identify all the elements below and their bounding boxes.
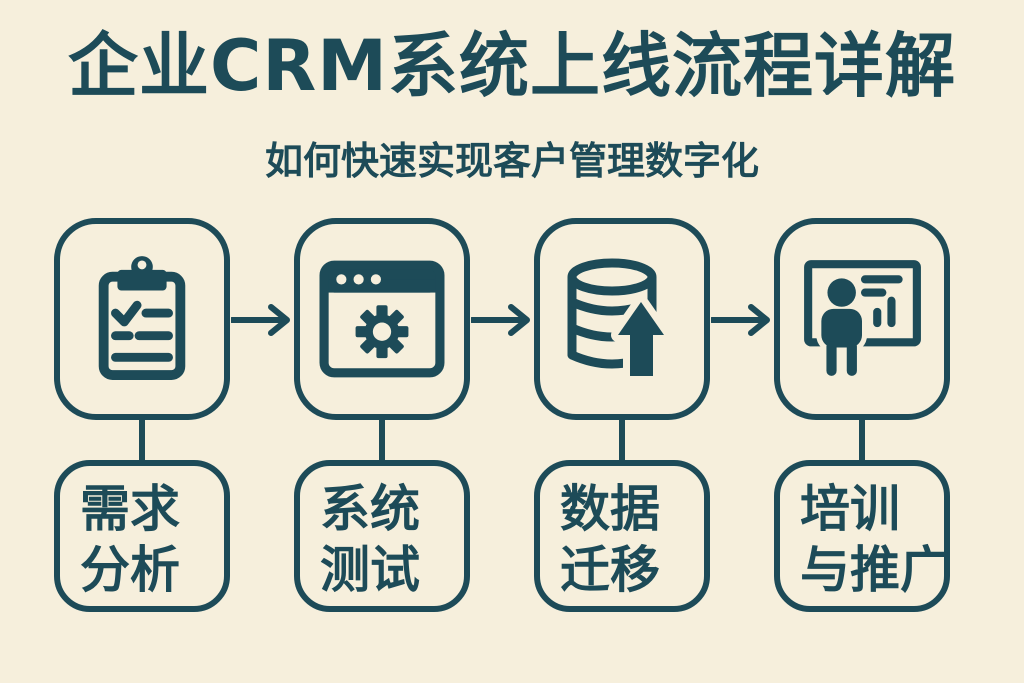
vertical-connector bbox=[139, 420, 145, 460]
database-upload-icon bbox=[567, 258, 671, 383]
flow-step-testing: 系统 测试 bbox=[294, 218, 470, 612]
label-line: 与推广 bbox=[800, 541, 950, 599]
presentation-trainer-icon bbox=[804, 260, 921, 381]
flow-step-migration: 数据 迁移 bbox=[534, 218, 710, 612]
vertical-connector bbox=[859, 420, 865, 460]
label-line: 迁移 bbox=[560, 541, 660, 599]
clipboard-checklist-icon bbox=[98, 256, 186, 380]
icon-box-migration bbox=[534, 218, 710, 420]
flow-arrow-icon bbox=[471, 304, 530, 336]
label-line: 数据 bbox=[560, 480, 660, 538]
flow-step-requirements: 需求 分析 bbox=[54, 218, 230, 612]
label-box-requirements: 需求 分析 bbox=[54, 460, 230, 612]
icon-box-testing bbox=[294, 218, 470, 420]
label-box-training: 培训 与推广 bbox=[774, 460, 950, 612]
icon-box-training bbox=[774, 218, 950, 420]
label-line: 分析 bbox=[80, 541, 180, 599]
browser-gear-icon bbox=[319, 260, 445, 378]
label-box-migration: 数据 迁移 bbox=[534, 460, 710, 612]
label-line: 培训 bbox=[800, 480, 900, 538]
flow-step-training: 培训 与推广 bbox=[774, 218, 950, 612]
flow-arrow-icon bbox=[231, 304, 290, 336]
flow-arrow-icon bbox=[711, 304, 770, 336]
label-line: 需求 bbox=[80, 480, 180, 538]
gear-icon bbox=[355, 305, 409, 359]
page-subtitle: 如何快速实现客户管理数字化 bbox=[264, 139, 759, 183]
page-title: 企业CRM系统上线流程详解 bbox=[68, 25, 956, 107]
label-line: 测试 bbox=[320, 541, 420, 599]
label-box-testing: 系统 测试 bbox=[294, 460, 470, 612]
icon-box-requirements bbox=[54, 218, 230, 420]
label-line: 系统 bbox=[320, 480, 420, 538]
vertical-connector bbox=[619, 420, 625, 460]
vertical-connector bbox=[379, 420, 385, 460]
person-figure bbox=[816, 273, 868, 381]
